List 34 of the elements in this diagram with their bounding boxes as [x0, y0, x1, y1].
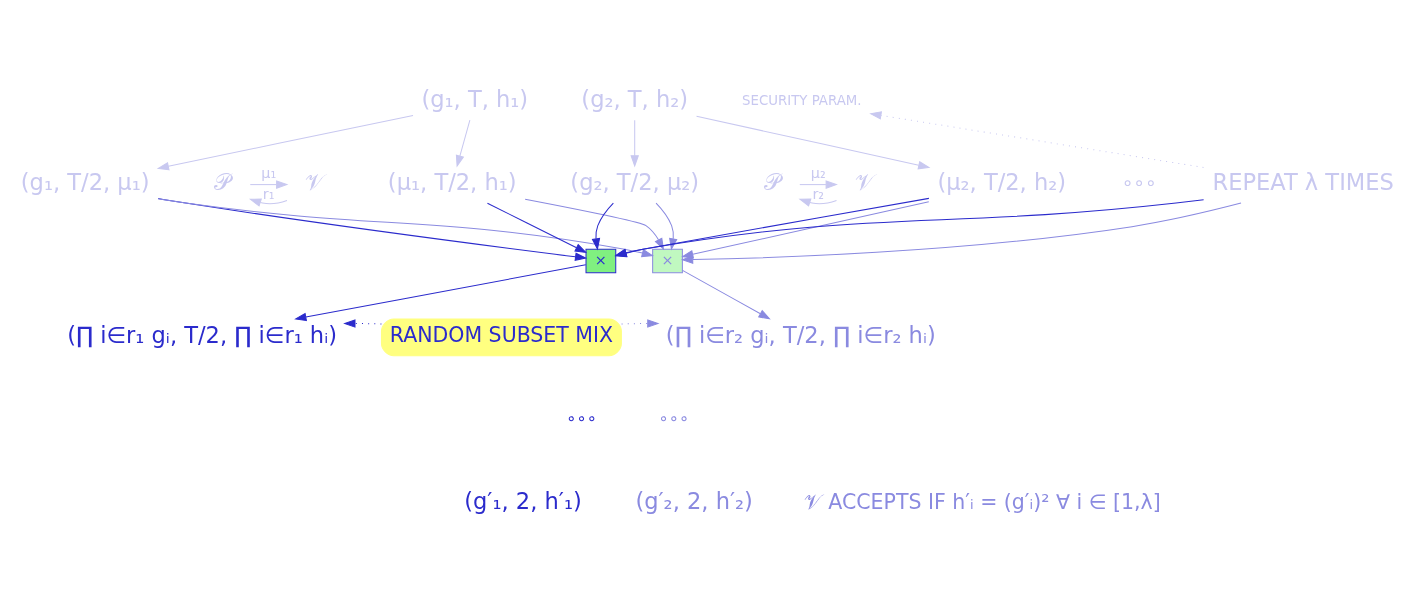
arrow: [486, 202, 588, 254]
arrow: [157, 198, 588, 261]
arrow: [682, 269, 771, 320]
label: ∘∘∘: [1121, 172, 1157, 194]
arrow: [248, 198, 288, 207]
arrow: [343, 319, 382, 328]
arrow: [798, 198, 837, 207]
node-text: (∏ i∈r₂ gᵢ, T/2, ∏ i∈r₂ hᵢ): [665, 322, 936, 349]
arrow: [614, 199, 1205, 257]
label: ∘∘∘: [658, 409, 690, 429]
node-text: (g′₁, 2, h′₁): [464, 488, 582, 515]
node-text: (∏ i∈r₁ gᵢ, T/2, ∏ i∈r₁ hᵢ): [67, 322, 337, 349]
node-text: (g′₂, 2, h′₂): [635, 488, 753, 515]
label: ∘∘∘: [566, 409, 597, 429]
node-box: ×: [585, 248, 617, 274]
arrow: [630, 119, 640, 168]
arrow: [655, 202, 678, 251]
node-box: RANDOM SUBSET MIX: [380, 318, 622, 357]
arrow: [524, 198, 665, 251]
arrow: [156, 114, 414, 171]
arrow: [869, 111, 1204, 168]
arrow: [621, 319, 660, 328]
label: 𝒱 ACCEPTS IF h′ᵢ = (g′ᵢ)² ∀ i ∈ [1,λ]: [803, 489, 1161, 514]
arrow: [157, 198, 654, 258]
arrow: [591, 202, 614, 251]
arrow: [799, 180, 838, 189]
arrow: [294, 264, 587, 322]
node-box: ×: [652, 248, 683, 274]
arrow: [680, 202, 1242, 264]
arrow: [455, 119, 471, 168]
arrow: [249, 180, 289, 189]
arrow: [681, 201, 930, 259]
arrow: [696, 115, 931, 170]
arrow: [614, 197, 930, 258]
